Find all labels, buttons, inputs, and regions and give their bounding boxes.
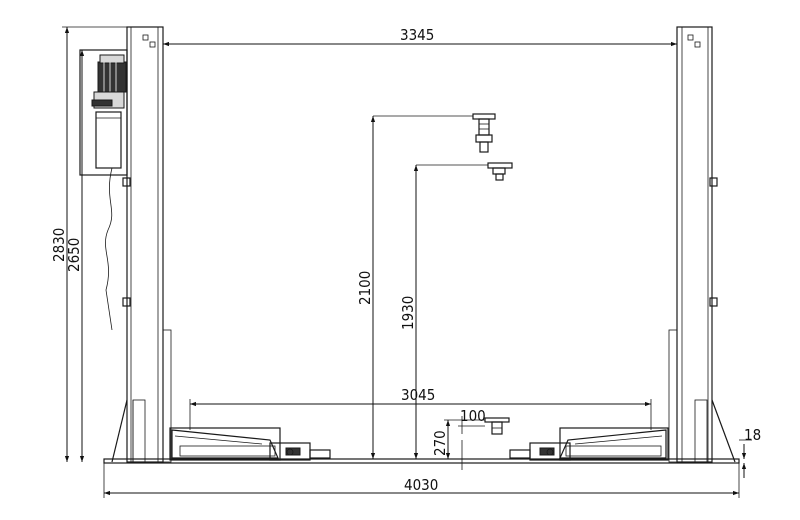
dim-3045-label: 3045 — [401, 386, 435, 404]
lift-pad-low — [487, 162, 513, 181]
dim-100-label: 100 — [460, 407, 486, 425]
dim-2100-label: 2100 — [356, 271, 374, 305]
dim-4030-label: 4030 — [404, 476, 438, 494]
dim-2830-label: 2830 — [50, 228, 68, 262]
dim-270-label: 270 — [431, 430, 449, 456]
dim-1930-label: 1930 — [399, 296, 417, 330]
left-lift-arm — [169, 427, 331, 461]
left-column — [111, 26, 172, 463]
base-plate — [103, 458, 740, 464]
motor-unit — [79, 49, 128, 331]
dim-2650-label: 2650 — [65, 238, 83, 272]
dimension-lines — [62, 26, 752, 498]
dim-3345-label: 3345 — [400, 26, 434, 44]
right-lift-arm — [509, 427, 669, 461]
lift-pad-ground — [484, 417, 510, 435]
lift-pad-high — [472, 113, 496, 153]
right-column — [668, 26, 736, 463]
dim-18-label: 18 — [744, 426, 761, 444]
